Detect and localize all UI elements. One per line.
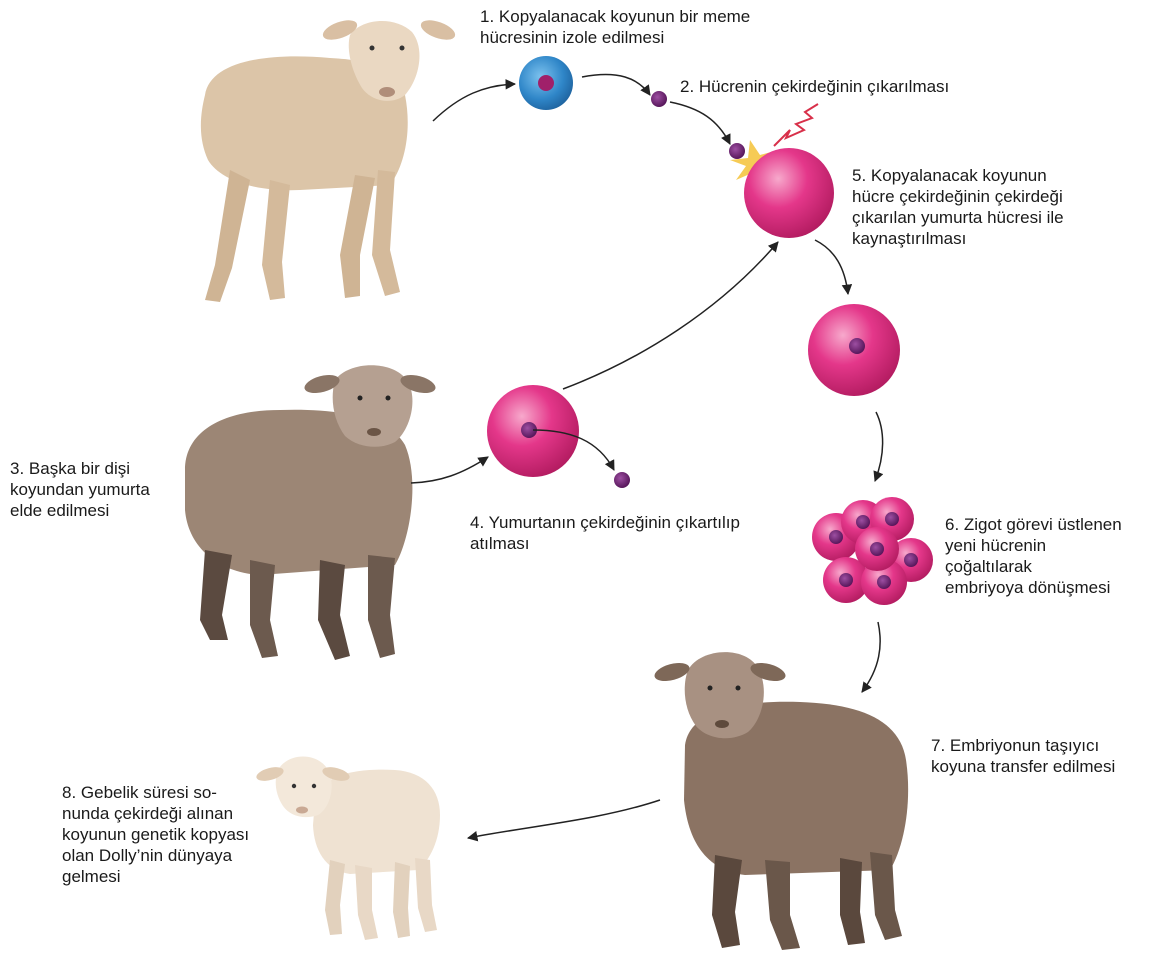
arrow-icon (411, 457, 488, 483)
donor-sheep-icon (201, 16, 458, 302)
step-8-label: 8. Gebelik süresi so- nunda çekirdeği al… (62, 782, 249, 887)
fused-egg-cell-icon (744, 148, 834, 238)
arrow-icon (563, 242, 778, 389)
step-3-label: 3. Başka bir dişi koyundan yumurta elde … (10, 458, 150, 521)
nucleus-icon (614, 472, 630, 488)
step-7-label: 7. Embriyonun taşıyıcı koyuna transfer e… (931, 735, 1115, 777)
lamb-dolly-icon (255, 757, 440, 941)
arrow-icon (468, 800, 660, 838)
mammary-cell-icon (519, 56, 573, 110)
step-5-label: 5. Kopyalanacak koyunun hücre çekirdeğin… (852, 165, 1064, 249)
arrow-icon (670, 102, 730, 144)
surrogate-sheep-icon (653, 652, 909, 950)
arrow-icon (582, 74, 650, 95)
arrow-icon (815, 240, 848, 294)
step-2-label: 2. Hücrenin çekirdeğinin çıkarılması (680, 76, 949, 97)
arrow-icon (875, 412, 883, 481)
arrow-icon (862, 622, 880, 692)
lightning-icon (774, 104, 818, 146)
step-1-label: 1. Kopyalanacak koyunun bir meme hücresi… (480, 6, 750, 48)
step-4-label: 4. Yumurtanın çekirdeğinin çıkartılıp at… (470, 512, 740, 554)
egg-donor-sheep-icon (185, 365, 437, 660)
step-6-label: 6. Zigot görevi üstlenen yeni hücrenin ç… (945, 514, 1122, 598)
embryo-cluster-icon (812, 497, 933, 605)
egg-cell-with-nucleus-icon (808, 304, 900, 396)
arrow-icon (433, 84, 515, 121)
nucleus-icon (651, 91, 667, 107)
nucleus-icon (729, 143, 745, 159)
egg-cell-icon (487, 385, 579, 477)
